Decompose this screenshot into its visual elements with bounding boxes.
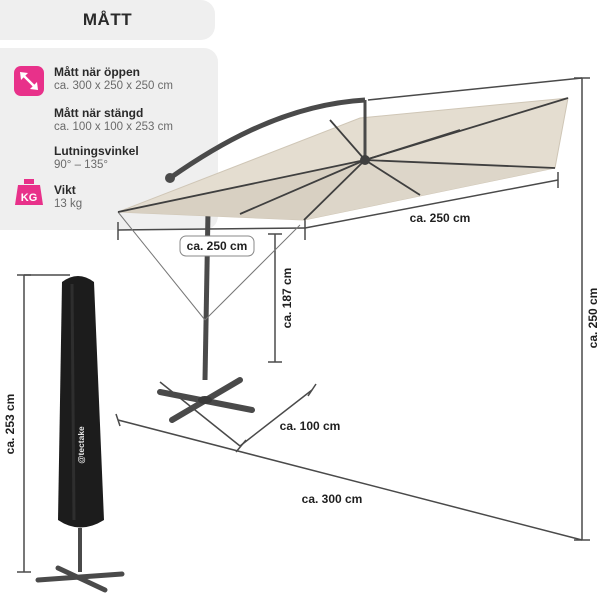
closed-cross-base: [35, 565, 125, 593]
closed-height-label: ca. 253 cm: [3, 394, 17, 455]
cantilever-arm: [168, 97, 366, 181]
base-width-dimension: [159, 381, 317, 453]
guy-lines: [117, 211, 301, 321]
spec-open-value: ca. 300 x 250 x 250 cm: [54, 80, 173, 92]
spec-open: Mått när öppen ca. 300 x 250 x 250 cm: [54, 65, 173, 93]
clearance-height-label: ca. 187 cm: [280, 268, 294, 329]
diagonal-arrow-icon: [14, 66, 44, 96]
page-title: MÅTT: [0, 0, 215, 40]
canopy: [117, 97, 569, 221]
spec-panel: Mått när öppen ca. 300 x 250 x 250 cm Må…: [0, 48, 218, 230]
spec-tilt-value: 90° – 135°: [54, 159, 108, 171]
spec-weight: Vikt 13 kg: [54, 183, 82, 211]
canopy-width-label: ca. 250 cm: [187, 239, 248, 253]
spec-open-label: Mått när öppen: [54, 65, 140, 79]
arm-handle: [165, 173, 175, 183]
closed-umbrella-cover: @tectake: [58, 276, 104, 528]
spec-tilt: Lutningsvinkel 90° – 135°: [54, 144, 139, 172]
total-length-dimension: [115, 413, 583, 541]
spec-closed: Mått när stängd ca. 100 x 100 x 253 cm: [54, 106, 173, 134]
spec-tilt-label: Lutningsvinkel: [54, 144, 139, 158]
brand-logo: @tectake: [76, 426, 86, 464]
spec-weight-value: 13 kg: [54, 198, 83, 210]
total-height-dimension: [367, 77, 590, 541]
total-length-label: ca. 300 cm: [302, 492, 363, 506]
base-width-label: ca. 100 cm: [280, 419, 341, 433]
canopy-depth-dimension: [117, 172, 559, 240]
total-height-label: ca. 250 cm: [586, 288, 600, 349]
spec-closed-label: Mått när stängd: [54, 106, 144, 120]
clearance-height-dimension: [268, 233, 282, 363]
spec-weight-label: Vikt: [54, 183, 76, 197]
closed-height-dimension: [17, 274, 70, 573]
spec-closed-value: ca. 100 x 100 x 253 cm: [54, 121, 173, 133]
canopy-width-badge: ca. 250 cm: [179, 235, 255, 257]
kg-weight-icon: KG: [15, 179, 43, 205]
kg-icon-text: KG: [21, 192, 38, 204]
canopy-depth-label: ca. 250 cm: [410, 211, 471, 225]
